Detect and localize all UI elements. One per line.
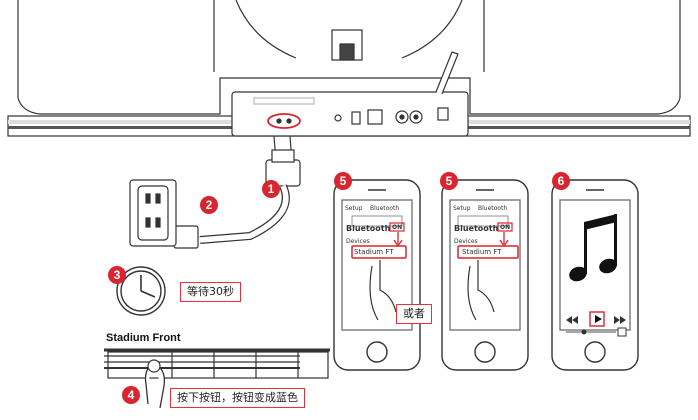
step-number-5a: 5: [334, 172, 352, 190]
phone2-toggle-row: Bluetooth: [454, 224, 499, 233]
phone2-title: Bluetooth: [478, 205, 508, 212]
step-number-3: 3: [108, 266, 126, 284]
phone2-devices-header: Devices: [454, 238, 478, 245]
power-cable: [164, 135, 301, 249]
phone-2: [441, 179, 529, 371]
player-controls: [566, 311, 627, 337]
model-label: Stadium Front: [106, 332, 181, 344]
step-number-5b: 5: [440, 172, 458, 190]
step-number-4: 4: [122, 386, 140, 404]
clock-icon: [116, 266, 166, 316]
phone1-device-entry: Stadium FT: [354, 248, 394, 256]
phone2-toggle-value: ON: [500, 224, 511, 231]
press-button-note: 按下按钮，按钮变成蓝色: [170, 388, 305, 408]
or-label: 或者: [396, 304, 432, 324]
wall-outlet: [129, 179, 177, 247]
phone2-device-entry: Stadium FT: [462, 248, 502, 256]
step-number-1: 1: [262, 180, 280, 198]
phone-3: [551, 179, 639, 371]
play-icon: [595, 315, 602, 323]
phone1-title: Bluetooth: [370, 205, 400, 212]
step-number-2: 2: [200, 196, 218, 214]
phone1-toggle-row: Bluetooth: [346, 224, 391, 233]
step-number-6: 6: [552, 172, 570, 190]
fast-forward-icon: [614, 316, 626, 324]
rewind-icon: [566, 316, 578, 324]
phone1-back-label: Setup: [345, 205, 363, 212]
wait-note: 等待30秒: [180, 282, 241, 302]
speaker-dock: [7, 0, 691, 137]
speaker-front-strip: [104, 348, 330, 409]
phone1-devices-header: Devices: [346, 238, 370, 245]
music-note-icon: [569, 214, 617, 282]
phone2-back-label: Setup: [453, 205, 471, 212]
phone1-toggle-value: ON: [392, 224, 403, 231]
